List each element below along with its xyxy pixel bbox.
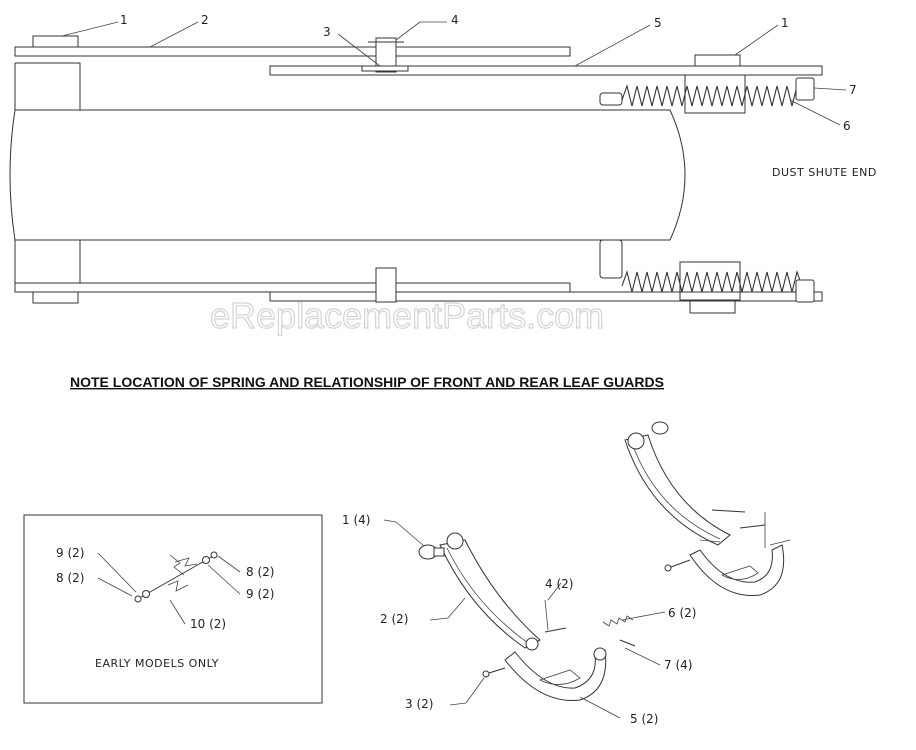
- callout-4: 4: [451, 13, 459, 27]
- callout-1-4: 1 (4): [342, 513, 370, 527]
- exploded-view: 1 (4) 2 (2) 4 (2) 6 (2) 7 (4) 3 (2) 5 (2…: [342, 421, 791, 726]
- callout-7-4: 7 (4): [664, 658, 692, 672]
- top-assembly-view: 1 2 3 4 5 1 7 6 DUST SHUTE END: [9, 13, 877, 314]
- callout-4-2: 4 (2): [545, 577, 573, 591]
- inset-callout-8-right: 8 (2): [246, 565, 274, 579]
- note-heading: NOTE LOCATION OF SPRING AND RELATIONSHIP…: [70, 374, 664, 390]
- callout-6: 6: [843, 119, 851, 133]
- callout-2-2: 2 (2): [380, 612, 408, 626]
- inset-callout-8-left: 8 (2): [56, 571, 84, 585]
- inset-callout-10: 10 (2): [190, 617, 226, 631]
- callout-6-2: 6 (2): [668, 606, 696, 620]
- callout-7: 7: [849, 83, 857, 97]
- watermark: eReplacementParts.com: [210, 295, 604, 336]
- callout-3: 3: [323, 25, 331, 39]
- callout-3-2: 3 (2): [405, 697, 433, 711]
- inset-callout-9-right: 9 (2): [246, 587, 274, 601]
- dust-shute-end-label: DUST SHUTE END: [772, 166, 877, 179]
- early-models-inset: 9 (2) 8 (2) 8 (2) 9 (2) 10 (2) EARLY MOD…: [23, 514, 323, 704]
- callout-1-right: 1: [781, 16, 789, 30]
- callout-5-2: 5 (2): [630, 712, 658, 726]
- callout-5: 5: [654, 16, 662, 30]
- callout-2: 2: [201, 13, 209, 27]
- inset-caption: EARLY MODELS ONLY: [95, 657, 219, 670]
- inset-callout-9-left: 9 (2): [56, 546, 84, 560]
- callout-1-left: 1: [120, 13, 128, 27]
